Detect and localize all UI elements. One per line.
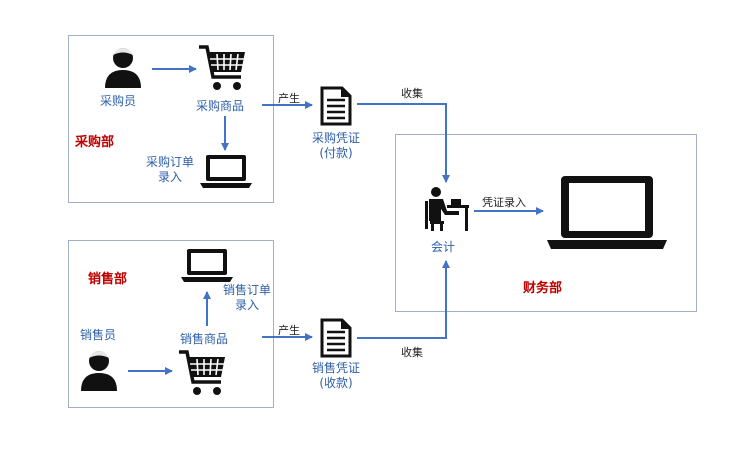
sales-order-entry-line2: 录入 <box>234 298 259 312</box>
person-icon <box>81 351 117 391</box>
purchaser-label: 采购员 <box>100 94 137 108</box>
purchase-order-entry-line2: 录入 <box>157 170 182 184</box>
document-icon <box>320 318 352 358</box>
large-laptop-icon <box>547 176 667 249</box>
collect-label-bottom: 收集 <box>401 346 423 359</box>
produce-label-bottom: 产生 <box>278 324 300 337</box>
purchase-goods-label: 采购商品 <box>196 99 245 113</box>
purchase-voucher-line1: 采购凭证 <box>311 131 360 145</box>
purchase-voucher-line2: (付款) <box>319 146 353 160</box>
finance-department-title: 财务部 <box>523 281 563 296</box>
voucher-entry-label: 凭证录入 <box>482 196 526 209</box>
laptop-icon <box>200 155 252 188</box>
sales-order-entry-line1: 销售订单 <box>222 283 271 297</box>
collect-label-top: 收集 <box>401 87 423 100</box>
accountant-label: 会计 <box>431 240 456 254</box>
document-icon <box>320 86 352 126</box>
sales-voucher-line2: (收款) <box>319 376 353 390</box>
purchase-order-entry-line1: 采购订单 <box>145 155 194 169</box>
accountant-at-desk-icon <box>425 187 469 231</box>
person-icon <box>105 48 141 88</box>
purchase-order-entry-label: 采购订单 录入 <box>141 155 199 185</box>
purchase-department-title: 采购部 <box>75 135 115 150</box>
sales-department-title: 销售部 <box>88 272 128 287</box>
produce-label-top: 产生 <box>278 92 300 105</box>
purchase-voucher-label: 采购凭证 (付款) <box>303 131 369 161</box>
sales-voucher-label: 销售凭证 (收款) <box>303 361 369 391</box>
shopping-cart-icon <box>179 350 225 395</box>
shopping-cart-icon <box>199 45 245 90</box>
sales-order-entry-label: 销售订单 录入 <box>218 283 276 313</box>
salesperson-label: 销售员 <box>80 328 117 342</box>
laptop-icon <box>181 249 233 282</box>
sales-voucher-line1: 销售凭证 <box>311 361 360 375</box>
sales-goods-label: 销售商品 <box>180 332 229 346</box>
